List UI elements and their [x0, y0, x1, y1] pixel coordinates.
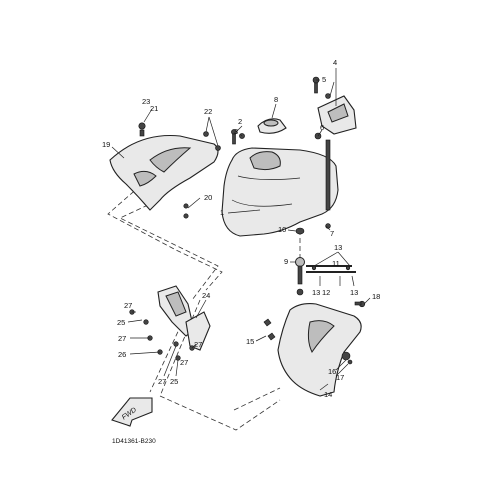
callout-13-left: 13: [312, 288, 320, 297]
fuel-cock[interactable]: [295, 257, 305, 296]
callout-11: 11: [332, 259, 340, 268]
callout-24: 24: [202, 291, 210, 300]
shroud-clips: [263, 318, 276, 341]
callout-20: 20: [204, 193, 212, 202]
leader-lines: [111, 68, 371, 391]
tank-bracket[interactable]: [317, 95, 357, 135]
callout-25-bottom: 25: [170, 377, 178, 386]
callout-3: 3: [234, 127, 238, 136]
callout-26: 26: [118, 350, 126, 359]
callout-2: 2: [238, 117, 242, 126]
left-shroud-upper[interactable]: [109, 134, 219, 211]
callout-8: 8: [274, 95, 278, 104]
callout-27-right: 27: [194, 340, 202, 349]
callout-13-top: 13: [334, 243, 342, 252]
fuel-tank[interactable]: [221, 147, 339, 237]
callout-5: 5: [322, 75, 326, 84]
callout-25-top: 25: [117, 318, 125, 327]
callout-14: 14: [324, 390, 332, 399]
callout-13-right: 13: [350, 288, 358, 297]
right-shroud-fasteners: [341, 300, 366, 365]
callout-9: 9: [284, 257, 288, 266]
callout-17: 17: [336, 373, 344, 382]
air-filter-plate[interactable]: [157, 285, 211, 351]
callout-22: 22: [204, 107, 212, 116]
fuel-cap[interactable]: [257, 118, 287, 134]
callout-23: 23: [142, 97, 150, 106]
callout-19: 19: [102, 140, 110, 149]
callout-4: 4: [333, 58, 337, 67]
tank-front-bolts: [231, 129, 245, 145]
dashed-reference-lines: [107, 185, 301, 431]
right-shroud-lower[interactable]: [277, 303, 362, 397]
callout-27-bottom: 27: [158, 377, 166, 386]
diagram-code: 1D41361-B230: [112, 438, 156, 445]
callout-12: 12: [322, 288, 330, 297]
callout-labels: 4 5 6 8 2 3 23 21 22 19 20 1 10 7 13 9 1…: [102, 58, 380, 399]
callout-16: 16: [328, 367, 336, 376]
callout-21: 21: [150, 104, 158, 113]
callout-27-lower: 27: [180, 358, 188, 367]
callout-18: 18: [372, 292, 380, 301]
callout-15: 15: [246, 337, 254, 346]
callout-27-top: 27: [124, 301, 132, 310]
fuel-hose[interactable]: [306, 265, 356, 273]
callout-7: 7: [330, 229, 334, 238]
callout-27-mid: 27: [118, 334, 126, 343]
callout-6: 6: [320, 123, 324, 132]
callout-10: 10: [278, 225, 286, 234]
fwd-arrow-icon: FWD: [111, 397, 153, 427]
tank-damper[interactable]: [295, 227, 305, 235]
callout-1: 1: [220, 208, 224, 217]
